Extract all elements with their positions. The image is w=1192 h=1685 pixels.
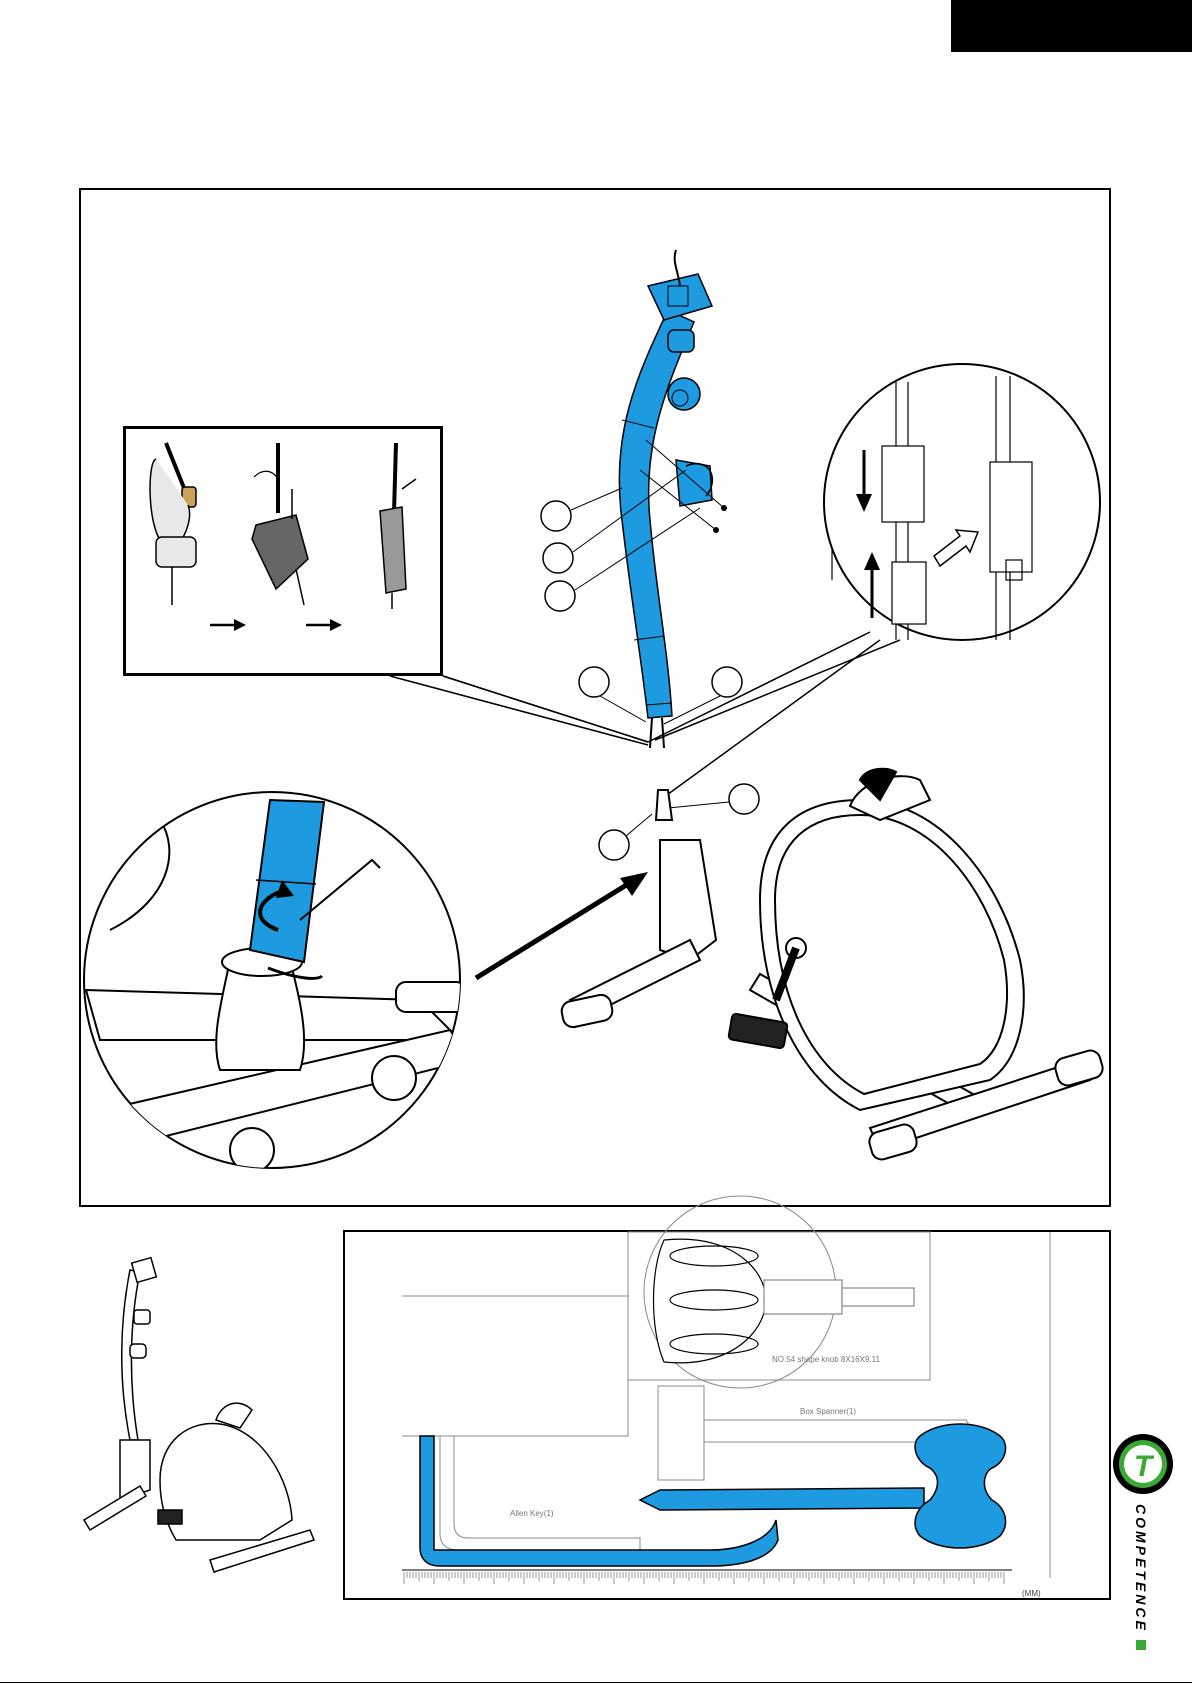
- brand-name: COMPETENCE: [1133, 1504, 1149, 1633]
- footer-rule: [0, 1682, 1192, 1683]
- logo-letter: T: [1134, 1450, 1155, 1483]
